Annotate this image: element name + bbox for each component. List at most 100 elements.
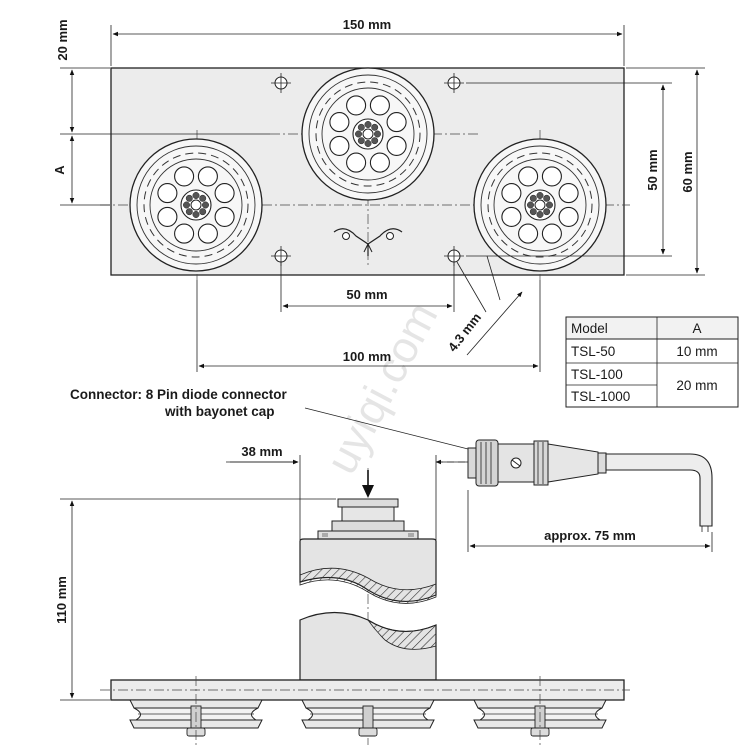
cam-symbol [333,228,403,256]
bearing-ball [192,211,200,218]
dimension-20: 20 mm [55,19,270,135]
bearing-ball [371,137,379,145]
wheel-hole [157,183,178,204]
dimension-50-vertical-label: 50 mm [645,149,660,190]
wheel-hole [501,206,522,227]
wheel-inner-ring [493,158,587,252]
bearing-inner [190,199,202,211]
bearing-ball [192,192,200,199]
mounting-hole [444,246,464,266]
wheel-dashed-ring [487,152,593,258]
dimension-60: 60 mm [626,67,705,276]
dimension-150-label: 150 mm [343,17,391,32]
cable [605,453,713,527]
dimension-50-vertical: 50 mm [466,82,672,257]
wheel-hole [197,166,218,187]
model-table: Model A TSL-50 10 mm TSL-100 20 mm TSL-1… [565,316,739,408]
bearing-ball [357,123,365,131]
wheel-hole [386,112,407,133]
dimension-50-horizontal-label: 50 mm [346,287,387,302]
table-cell-a: 20 mm [676,378,717,393]
dimension-a: A [52,135,110,206]
bearing-ball [529,208,537,216]
bearing-ball [364,121,372,128]
wheel-ring [136,145,256,265]
table-cell-a: 10 mm [676,344,717,359]
dimension-75: approx. 75 mm [467,490,713,552]
bearing-ball [536,211,544,218]
wheel-dashed-ring [315,81,421,187]
side-plate [110,679,625,701]
wheel-ring [480,145,600,265]
pulley-nut [358,727,378,737]
wheel-hole [518,166,539,187]
dimension-20-label: 20 mm [55,19,70,60]
wheel-hole [541,223,562,244]
connector-label-line1: Connector: 8 Pin diode connector [70,387,288,402]
connector-leader [304,407,481,453]
wheel-right [473,138,607,272]
wheel-middle [301,67,435,201]
bearing-inner [534,199,546,211]
table-header-model: Model [571,321,608,336]
side-view: 38 mm 110 mm [54,444,630,745]
table-cell-model: TSL-100 [571,367,623,382]
connector-label-line2: with bayonet cap [164,404,275,419]
dimension-50-horizontal: 50 mm [280,262,455,312]
bearing-ball [546,201,553,209]
wheel-left [129,138,263,272]
bearing-ball [536,192,544,199]
load-button-cap [337,498,399,508]
wheel-ring [308,74,428,194]
mounting-hole [444,73,464,93]
dimension-100: 100 mm [196,280,541,372]
dimension-150: 150 mm [110,17,625,66]
table-cell-model: TSL-50 [571,344,615,359]
dimension-110-label: 110 mm [54,576,69,624]
wheel-hole [501,183,522,204]
bearing-ball [183,201,190,209]
wheel-hole [329,112,350,133]
top-view [100,67,630,280]
wheel-hole [541,166,562,187]
bearing-ball [202,201,209,209]
dimension-60-label: 60 mm [680,151,695,192]
bearing-ball [374,130,381,138]
dimension-38-label: 38 mm [241,444,282,459]
wheel-hole [346,95,367,116]
dimension-75-label: approx. 75 mm [544,528,636,543]
dimension-100-label: 100 mm [343,349,391,364]
wheel-hole [346,152,367,173]
wheel-hole [369,152,390,173]
wheel-hole [214,183,235,204]
wheel-hole [518,223,539,244]
bearing-inner [362,128,374,140]
wheel-hole [157,206,178,227]
mounting-hole [271,73,291,93]
bearing-ball [185,208,193,216]
wheel-hole [386,135,407,156]
wheel-hole [329,135,350,156]
bearing-ball [371,123,379,131]
bearing-ball [543,208,551,216]
wheel-hole [214,206,235,227]
wheel-hole [174,166,195,187]
wheel-dashed-ring [143,152,249,258]
wheel-inner-ring [149,158,243,252]
dimension-4-3-label: 4.3 mm [445,310,484,355]
connector-cable [467,439,713,532]
bearing-ball [355,130,362,138]
watermark: uyiqi.com [317,295,448,482]
wheel-inner-ring [321,87,415,181]
wheel-hole [197,223,218,244]
bearing-ball [364,140,372,147]
bearing-ball [543,194,551,202]
dimension-a-label: A [52,165,67,175]
bearing-ball [529,194,537,202]
pulley-middle [301,699,435,737]
bearing-ball [199,208,207,216]
wheel-hole [369,95,390,116]
wheel-hole [174,223,195,244]
